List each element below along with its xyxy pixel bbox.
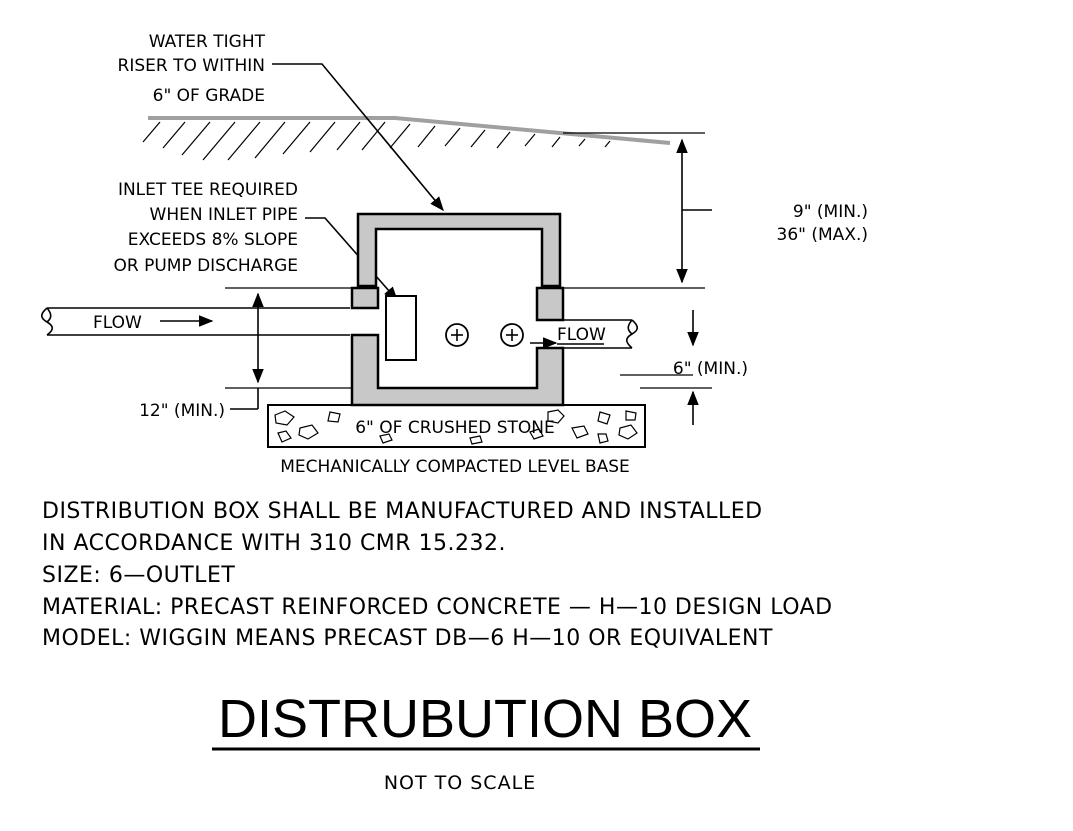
- drawing-title: DISTRUBUTION BOX: [218, 689, 752, 749]
- cover-depth-dimension: 9" (MIN.) 36" (MAX.): [563, 132, 868, 289]
- inlet-min-label: 12" (MIN.): [139, 401, 225, 421]
- stone-texture: [274, 409, 638, 445]
- note-line: MATERIAL: PRECAST REINFORCED CONCRETE — …: [42, 595, 833, 620]
- note-line: IN ACCORDANCE WITH 310 CMR 15.232.: [42, 531, 506, 556]
- crushed-stone-bed: 6" OF CRUSHED STONE: [267, 404, 646, 448]
- riser-callout: WATER TIGHT RISER TO WITHIN 6" OF GRADE: [118, 32, 444, 212]
- outlet-height-dimension: 6" (MIN.): [620, 310, 748, 425]
- inlet-flow-label: FLOW: [93, 313, 142, 333]
- outlet-seat: [535, 286, 565, 322]
- drawing-subtitle: NOT TO SCALE: [384, 772, 536, 794]
- riser-label-line-2: RISER TO WITHIN: [118, 56, 265, 76]
- cover-max-label: 36" (MAX.): [777, 225, 868, 245]
- inlet-drop-dimension: 12" (MIN.): [139, 287, 352, 421]
- outlet-min-label: 6" (MIN.): [673, 359, 748, 379]
- inlet-pipe: FLOW: [40, 307, 350, 336]
- grade-line: [142, 116, 671, 161]
- inlet-seat: [350, 286, 380, 310]
- riser-label-line-3: 6" OF GRADE: [153, 86, 265, 106]
- outlet-pipe: FLOW: [530, 319, 639, 349]
- soil-hatching: [142, 121, 611, 161]
- inlet-tee-callout: INLET TEE REQUIRED WHEN INLET PIPE EXCEE…: [113, 180, 398, 302]
- note-line: MODEL: WIGGIN MEANS PRECAST DB—6 H—10 OR…: [42, 626, 773, 651]
- distribution-box: [350, 212, 565, 407]
- inlet-label-line-4: OR PUMP DISCHARGE: [113, 256, 298, 276]
- inlet-label-line-3: EXCEEDS 8% SLOPE: [128, 230, 298, 250]
- outlet-symbol: [445, 323, 469, 347]
- stone-label: 6" OF CRUSHED STONE: [355, 418, 555, 438]
- riser-label-line-1: WATER TIGHT: [149, 32, 266, 52]
- cover-min-label: 9" (MIN.): [793, 202, 868, 222]
- general-notes: DISTRIBUTION BOX SHALL BE MANUFACTURED A…: [42, 499, 833, 651]
- inlet-label-line-1: INLET TEE REQUIRED: [118, 180, 298, 200]
- box-lid: [356, 212, 562, 288]
- outlet-flow-label: FLOW: [557, 325, 606, 345]
- base-label: MECHANICALLY COMPACTED LEVEL BASE: [280, 457, 630, 477]
- note-line: DISTRIBUTION BOX SHALL BE MANUFACTURED A…: [42, 499, 763, 524]
- inlet-label-line-2: WHEN INLET PIPE: [150, 205, 298, 225]
- note-line: SIZE: 6—OUTLET: [42, 563, 235, 588]
- outlet-symbol: [500, 323, 524, 347]
- inlet-tee: [385, 295, 417, 361]
